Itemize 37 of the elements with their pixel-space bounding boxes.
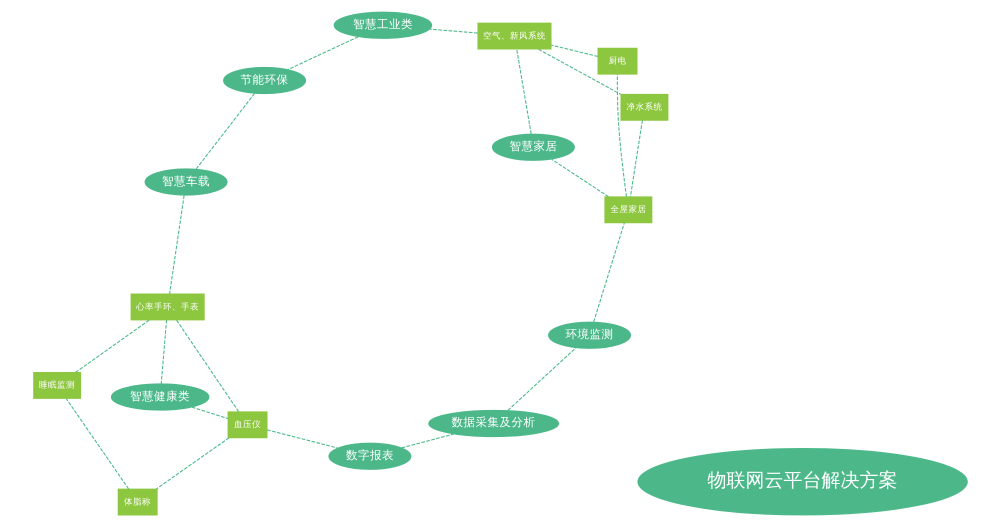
connector xyxy=(191,406,228,419)
node-box: 空气、新风系统 xyxy=(476,22,552,50)
node-ellipse: 智慧家居 xyxy=(491,133,574,160)
connector xyxy=(538,48,620,94)
node-ellipse: 数字报表 xyxy=(328,442,411,470)
connector xyxy=(266,428,338,448)
node-box: 厨电 xyxy=(597,47,637,74)
connector xyxy=(195,92,254,169)
connector xyxy=(429,28,478,34)
node-box: 净水系统 xyxy=(620,93,668,120)
connector xyxy=(160,320,167,384)
connector xyxy=(629,120,642,196)
connector xyxy=(616,74,627,196)
connector xyxy=(550,44,598,56)
connector xyxy=(401,433,454,448)
connector xyxy=(550,158,608,197)
connector xyxy=(592,222,624,322)
node-box: 睡眠监测 xyxy=(32,372,81,398)
connector xyxy=(287,36,358,70)
connector xyxy=(65,398,129,489)
node-ellipse: 智慧车载 xyxy=(144,168,228,196)
node-ellipse: 智慧工业类 xyxy=(333,11,432,38)
connector xyxy=(168,194,184,294)
node-box: 心率手环、手表 xyxy=(130,293,204,320)
node-ellipse: 智慧健康类 xyxy=(110,382,209,410)
node-ellipse: 节能环保 xyxy=(222,66,306,94)
connector xyxy=(516,48,532,134)
connector xyxy=(74,319,149,372)
node-ellipse: 数据采集及分析 xyxy=(428,409,559,437)
connector xyxy=(176,319,238,412)
node-ellipse: 物联网云平台解决方案 xyxy=(636,448,968,515)
node-box: 血压仪 xyxy=(227,410,268,438)
connector xyxy=(156,436,229,489)
node-box: 体脂称 xyxy=(117,488,158,515)
node-box: 全屋家居 xyxy=(604,196,652,223)
connector xyxy=(507,347,576,410)
node-ellipse: 环境监测 xyxy=(548,321,631,348)
